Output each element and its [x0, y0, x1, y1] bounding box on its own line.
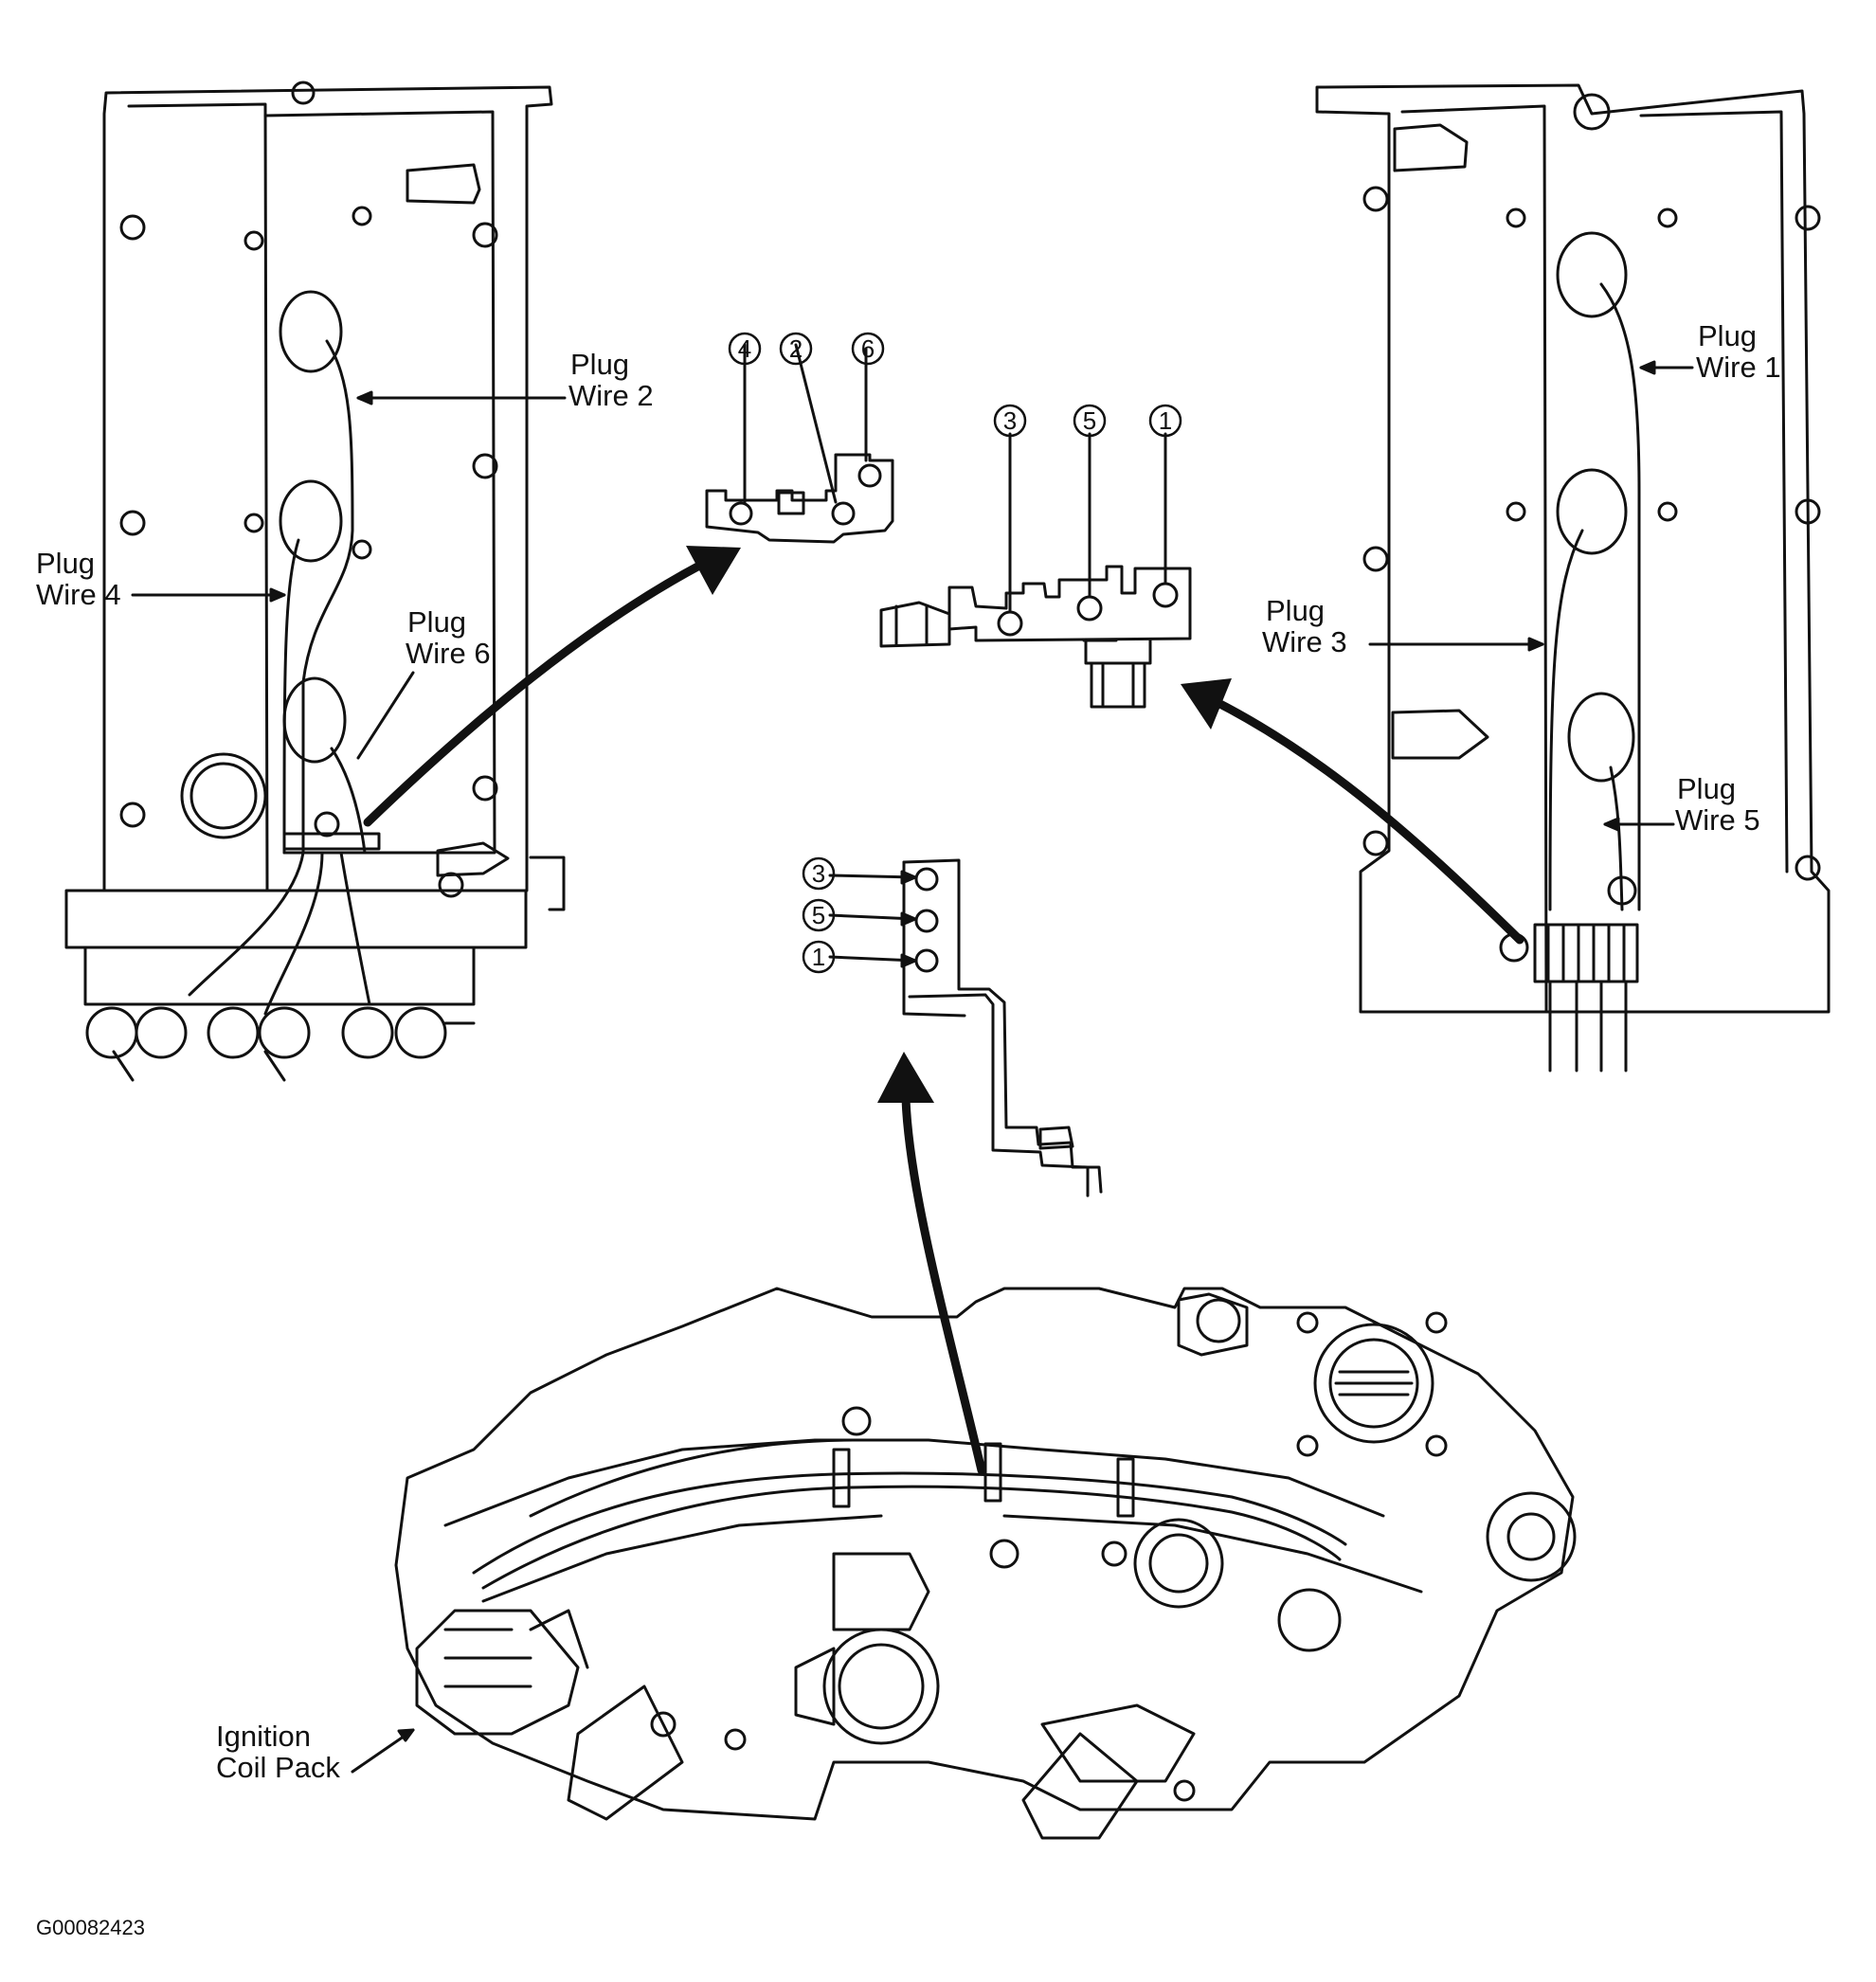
plug-wire-4-label: Plug Wire 4	[36, 547, 121, 611]
rear-bracket-number-circle	[728, 332, 762, 366]
plug-wire-1-label: Plug Wire 1	[1696, 319, 1781, 384]
front-bracket-number-circle	[993, 404, 1027, 438]
rear-bank-bracket	[705, 343, 894, 544]
figure-code: G00082423	[36, 1916, 145, 1939]
front-bracket-number: 1	[1159, 406, 1172, 435]
center-bracket-number-circle	[802, 898, 836, 932]
front-bracket-number: 3	[1003, 406, 1017, 435]
front-bracket-number-circle	[1148, 404, 1182, 438]
center-bracket-number: 5	[812, 901, 825, 929]
left-cylinder-head	[64, 81, 566, 1082]
center-bracket-number: 3	[812, 859, 825, 888]
ignition-coil-pack-label: Ignition Coil Pack	[216, 1720, 340, 1784]
center-bracket-number: 1	[812, 943, 825, 971]
center-bracket-number-circles	[802, 856, 836, 974]
front-bracket-number-circle	[1073, 404, 1107, 438]
arrow-to-rear-bracket	[363, 560, 706, 827]
center-bracket	[828, 858, 1103, 1198]
front-bracket-number: 5	[1083, 406, 1096, 435]
plug-wire-5-label: Plug Wire 5	[1675, 772, 1760, 837]
center-bracket-number-circle	[802, 856, 836, 891]
rear-bracket-number-circles	[728, 332, 885, 366]
rear-bracket-number-circle	[779, 332, 813, 366]
center-bracket-number-circle	[802, 940, 836, 974]
callout-arrows	[363, 560, 1524, 1475]
rear-bracket-number: 2	[789, 334, 803, 363]
plug-wire-2-label: Plug Wire 2	[568, 348, 654, 412]
rear-bracket-number-circle	[851, 332, 885, 366]
arrow-to-front-bracket	[1210, 696, 1524, 945]
front-bracket-number-circles	[993, 404, 1182, 438]
rear-bracket-number: 4	[738, 334, 751, 363]
plug-wire-6-leader	[356, 671, 415, 760]
front-bank-bracket	[879, 432, 1192, 709]
plug-wire-6-label: Plug Wire 6	[406, 605, 491, 670]
rear-bracket-number: 6	[861, 334, 875, 363]
right-cylinder-head	[1315, 83, 1831, 1072]
plug-wire-3-label: Plug Wire 3	[1262, 594, 1347, 658]
engine-intake-assembly	[394, 1287, 1577, 1840]
arrow-to-center-bracket	[901, 1094, 986, 1475]
